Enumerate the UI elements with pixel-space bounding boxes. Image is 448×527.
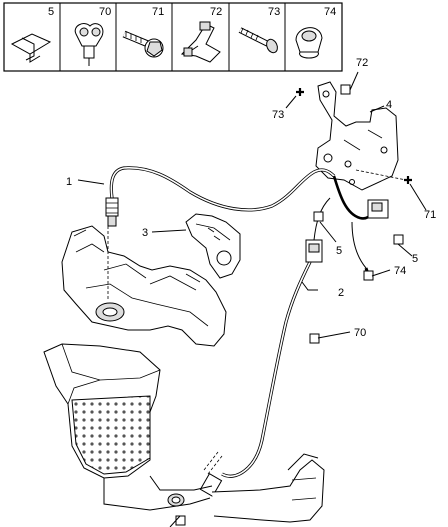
header-ref-73: 73: [268, 6, 280, 18]
grommet-clip-icon: [295, 27, 323, 59]
header-cell-71[interactable]: 71: [122, 6, 164, 58]
header-cell-73[interactable]: 73: [238, 6, 280, 54]
mounting-bracket: [315, 81, 407, 191]
exhaust-downpipe: [211, 453, 325, 523]
callout-1: 1: [66, 176, 72, 188]
header-ref-5: 5: [48, 6, 54, 18]
header-ref-71: 71: [152, 6, 164, 18]
header-ref-70: 70: [99, 6, 111, 18]
callout-5-right: 5: [412, 253, 418, 265]
callout-3: 3: [142, 227, 148, 239]
screw-icon: [238, 27, 278, 54]
parts-header: 5 70 71: [3, 2, 343, 72]
header-cell-70[interactable]: 70: [74, 6, 111, 66]
callout-70: 70: [354, 327, 366, 339]
upstream-sensor-harness: [105, 166, 336, 227]
header-ref-74: 74: [324, 6, 336, 18]
clip-icon: [10, 33, 52, 63]
fastener-marks: [296, 88, 412, 184]
downstream-sensor-harness: [199, 197, 331, 497]
callout-71: 71: [424, 209, 436, 221]
cable-clip-icon: [180, 21, 221, 63]
right-connector: [332, 175, 389, 275]
callout-73: 73: [272, 109, 284, 121]
harness-clip-icon: [74, 23, 104, 66]
callout-5-left: 5: [336, 245, 342, 257]
exhaust-manifold: [61, 225, 227, 347]
callout-4: 4: [386, 99, 392, 111]
heat-shield: [185, 213, 241, 279]
header-cell-5[interactable]: 5: [10, 6, 54, 63]
callout-72: 72: [356, 57, 368, 69]
callout-74: 74: [394, 265, 406, 277]
bolt-washer-icon: [122, 30, 164, 58]
leader-lines: [77, 71, 427, 527]
header-cell-72[interactable]: 72: [180, 6, 222, 63]
catalytic-converter: [43, 343, 213, 511]
header-ref-72: 72: [210, 6, 222, 18]
callout-2: 2: [338, 287, 344, 299]
header-cell-74[interactable]: 74: [295, 6, 336, 59]
callout-labels: 1 2 3 4 5 5 70 71 72 73 74: [66, 57, 436, 339]
